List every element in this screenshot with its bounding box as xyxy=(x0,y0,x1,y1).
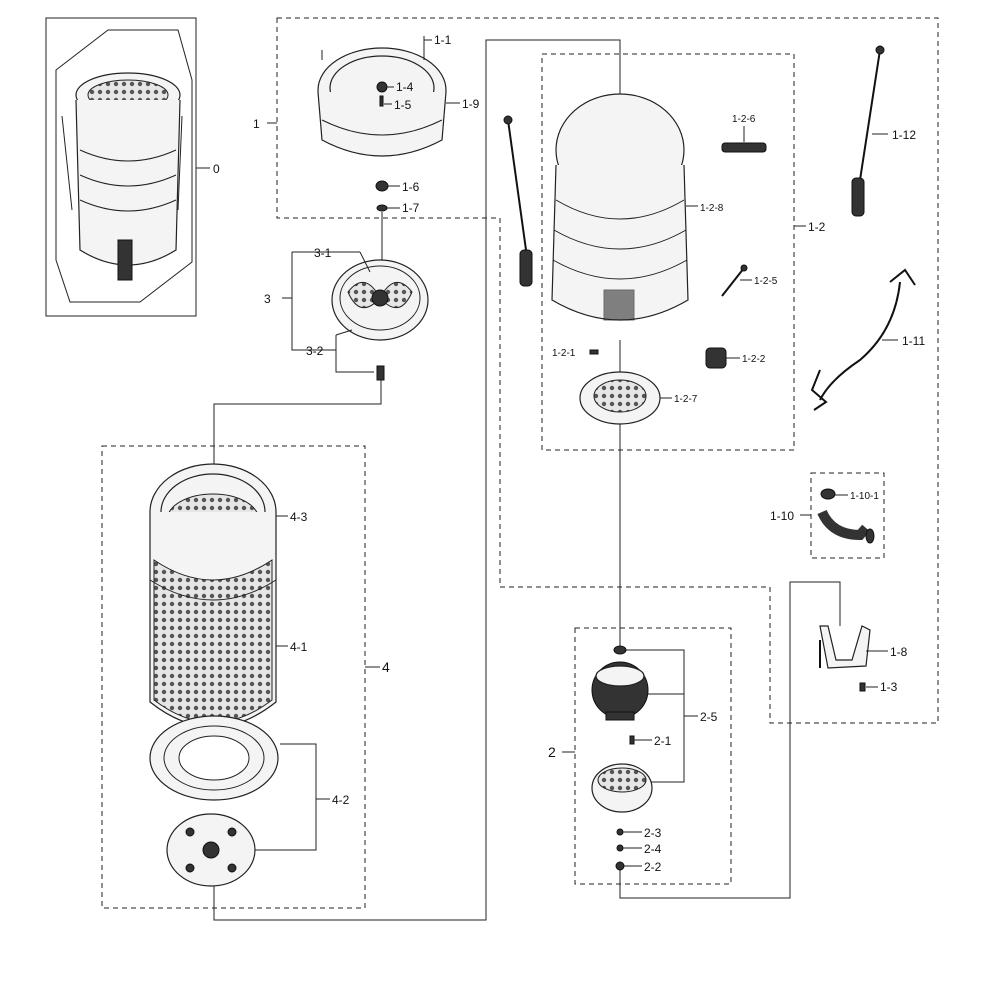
part-wire-harness-1-11[interactable] xyxy=(810,268,916,411)
label-1: 1 xyxy=(253,117,260,131)
part-screw-3-2[interactable] xyxy=(376,365,385,381)
label-0: 0 xyxy=(213,162,220,176)
group-4-outline xyxy=(101,445,366,909)
label-4-2: 4-2 xyxy=(332,793,350,807)
part-suspension-rod-left[interactable] xyxy=(503,115,533,287)
label-1-2-1: 1-2-1 xyxy=(552,348,576,359)
part-pulsator[interactable] xyxy=(331,259,429,341)
label-1-3: 1-3 xyxy=(880,680,898,694)
label-3-2: 3-2 xyxy=(306,344,324,358)
label-1-2-2: 1-2-2 xyxy=(742,354,766,365)
group-1-outline xyxy=(276,17,939,724)
label-2-1: 2-1 xyxy=(654,734,672,748)
label-1-12: 1-12 xyxy=(892,128,916,142)
label-3-1: 3-1 xyxy=(314,246,332,260)
group-2-outline xyxy=(574,627,732,885)
part-balancer-ring[interactable] xyxy=(317,47,447,157)
label-4-1: 4-1 xyxy=(290,640,308,654)
part-nut-1-6[interactable] xyxy=(375,180,389,192)
part-valve-1-2-2[interactable] xyxy=(705,347,727,369)
part-tub-bottom-1-2-7[interactable] xyxy=(579,371,661,425)
label-1-2-7: 1-2-7 xyxy=(674,394,698,405)
part-hose-1-2-6[interactable] xyxy=(721,142,767,153)
label-2: 2 xyxy=(548,744,556,760)
label-2-4: 2-4 xyxy=(644,842,662,856)
label-1-11: 1-11 xyxy=(902,334,925,348)
label-1-10: 1-10 xyxy=(770,509,794,523)
label-1-7: 1-7 xyxy=(402,201,420,215)
part-suspension-rod-1-12[interactable] xyxy=(851,45,885,217)
label-1-2-5: 1-2-5 xyxy=(754,276,778,287)
group-1-2-outline xyxy=(541,53,795,451)
label-2-3: 2-3 xyxy=(644,826,662,840)
label-1-6: 1-6 xyxy=(402,180,420,194)
assembly-0-overview[interactable]: 0 xyxy=(45,17,220,317)
label-1-5: 1-5 xyxy=(394,98,412,112)
part-outer-tub[interactable] xyxy=(551,93,689,321)
part-nut-2-2[interactable] xyxy=(615,861,625,871)
label-1-2-6: 1-2-6 xyxy=(732,114,756,125)
part-tub-bottom-flange[interactable] xyxy=(149,715,279,801)
part-washer-2-3[interactable] xyxy=(616,828,624,836)
part-drain-hose-1-10[interactable] xyxy=(817,488,875,544)
label-1-4: 1-4 xyxy=(396,80,414,94)
part-screw-1-2-1[interactable] xyxy=(589,349,599,355)
label-1-2-8: 1-2-8 xyxy=(700,203,724,214)
part-clutch-motor[interactable] xyxy=(591,645,649,721)
part-screw-1-3[interactable] xyxy=(859,682,866,692)
label-1-1: 1-1 xyxy=(434,33,452,47)
label-1-10-1: 1-10-1 xyxy=(850,491,879,502)
label-4: 4 xyxy=(382,659,390,675)
label-2-2: 2-2 xyxy=(644,860,662,874)
label-3: 3 xyxy=(264,292,271,306)
part-clutch-cover[interactable] xyxy=(591,763,653,813)
part-washer-2-4[interactable] xyxy=(616,844,624,852)
label-4-3: 4-3 xyxy=(290,510,308,524)
part-pin-2-1[interactable] xyxy=(629,735,635,745)
label-1-8: 1-8 xyxy=(890,645,908,659)
label-2-5: 2-5 xyxy=(700,710,718,724)
part-tub-bottom-plate[interactable] xyxy=(166,813,256,887)
part-inner-tub[interactable] xyxy=(149,463,277,728)
part-sensor-1-2-5[interactable] xyxy=(721,264,748,297)
part-washer-1-7[interactable] xyxy=(376,204,388,212)
part-bracket-1-8[interactable] xyxy=(819,625,871,669)
label-1-2: 1-2 xyxy=(808,220,826,234)
label-1-9: 1-9 xyxy=(462,97,480,111)
